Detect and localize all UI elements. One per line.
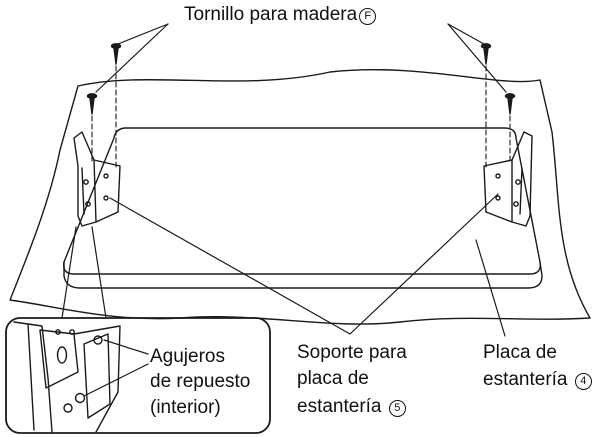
shelf-support-label-text: estantería	[297, 396, 382, 417]
spare-holes-label-line3: (interior)	[150, 397, 221, 418]
shelf-plate-edge	[63, 261, 543, 289]
shelf-support-label-line3: estantería 5	[297, 395, 406, 419]
wood-screw-label-text: Tornillo para madera	[184, 4, 358, 25]
inset-bracket-closeup	[13, 321, 121, 433]
wood-screw	[110, 43, 122, 65]
shelf-support-label-line1: Soporte para	[297, 342, 407, 363]
protective-cloth	[9, 69, 591, 325]
part-ref-4: 4	[574, 373, 592, 390]
wood-screw	[480, 43, 492, 65]
shelf-plate-label-line2: estantería 4	[483, 368, 592, 392]
wood-screw	[504, 93, 516, 115]
insertion-guides	[91, 65, 511, 169]
right-shelf-support	[483, 131, 533, 227]
shelf-support-label-line2: placa de	[297, 368, 369, 389]
shelf-plate-label-line1: Placa de	[483, 342, 557, 363]
part-ref-5: 5	[388, 400, 406, 417]
spare-holes-label-line1: Agujeros	[150, 346, 225, 367]
part-ref-f: F	[359, 8, 377, 25]
detail-inset	[5, 317, 271, 434]
leader-lines	[61, 23, 507, 397]
spare-holes-label-line2: de repuesto	[150, 371, 251, 392]
wood-screw	[86, 93, 98, 115]
shelf-plate-label-text: estantería	[483, 369, 568, 390]
shelf-plate	[63, 127, 541, 275]
left-shelf-support	[73, 131, 121, 227]
